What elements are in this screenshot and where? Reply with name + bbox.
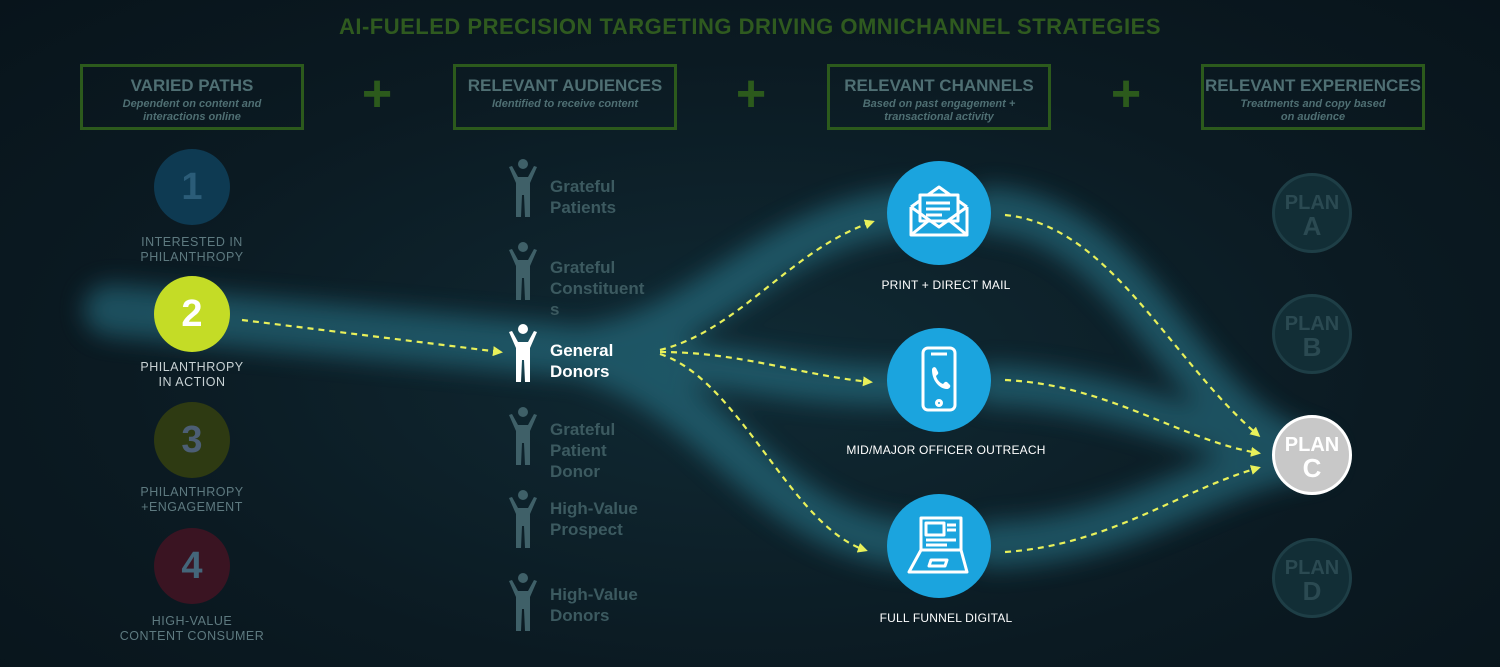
path-2-circle: 2 [154,276,230,352]
path-4-circle: 4 [154,528,230,604]
person-icon [509,490,537,548]
plan-d-circle: PLAN D [1272,538,1352,618]
header-title: RELEVANT CHANNELS [844,76,1034,95]
header-relevant-channels: RELEVANT CHANNELS Based on past engageme… [827,64,1051,130]
audience-label: High-Value Prospect [550,499,638,539]
plan-a-circle: PLAN A [1272,173,1352,253]
person-icon [509,242,537,300]
header-title: VARIED PATHS [130,76,254,95]
path-2-label: PHILANTHROPY IN ACTION [140,360,244,389]
plus-icon: + [1110,65,1142,123]
laptop-icon [907,516,969,574]
path-4-label: HIGH-VALUE CONTENT CONSUMER [119,614,265,643]
path-1-circle: 1 [154,149,230,225]
plan-word: PLAN [1284,557,1340,579]
header-relevant-experiences: RELEVANT EXPERIENCES Treatments and copy… [1201,64,1425,130]
glow-streams [84,187,1333,568]
channel-full-funnel-digital-circle [887,494,991,598]
path-3-circle: 3 [154,402,230,478]
channel-print-direct-mail-circle [887,161,991,265]
plus-icon: + [361,65,393,123]
glow-stream [967,432,1333,568]
plan-word: PLAN [1284,313,1340,335]
path-3-label: PHILANTHROPY +ENGAGEMENT [140,485,244,514]
flow-arrows [241,213,1261,554]
plan-letter: B [1302,332,1322,362]
header-subtitle: Dependent on content and interactions on… [122,98,262,123]
path-1-label: INTERESTED IN PHILANTHROPY [140,235,244,264]
plan-c-circle: PLAN C [1272,415,1352,495]
flow-arrow [659,219,875,352]
channel-label: FULL FUNNEL DIGITAL [879,611,1013,625]
flow-arrow [1004,465,1261,554]
person-icon [509,573,537,631]
person-icon [509,407,537,465]
mobile-phone-icon [921,346,957,412]
header-title: RELEVANT AUDIENCES [467,76,663,95]
page-title: AI-FUELED PRECISION TARGETING DRIVING OM… [338,14,1162,39]
channel-officer-outreach-circle [887,328,991,432]
plan-b-circle: PLAN B [1272,294,1352,374]
header-title: RELEVANT EXPERIENCES [1204,76,1421,95]
plus-icon: + [735,65,767,123]
plan-letter: D [1302,576,1322,606]
audience-label: High-Value Donors [550,585,638,625]
channel-label: PRINT + DIRECT MAIL [881,278,1011,292]
person-icon [509,159,537,217]
envelope-icon [909,185,969,237]
flow-arrow [659,352,868,553]
audience-label: General Donors [550,341,614,381]
plan-word: PLAN [1284,192,1340,214]
audience-label: Grateful Patients [550,177,617,217]
header-relevant-audiences: RELEVANT AUDIENCES Identified to receive… [453,64,677,130]
glow-stream [537,327,943,568]
audience-label: Grateful Constituent s [550,258,645,319]
plan-letter: C [1302,453,1322,483]
flow-arrow [1004,378,1261,457]
plan-word: PLAN [1284,434,1340,456]
plan-letter: A [1302,211,1322,241]
channel-label: MID/MAJOR OFFICER OUTREACH [846,443,1046,457]
header-varied-paths: VARIED PATHS Dependent on content and in… [80,64,304,130]
audience-label: Grateful Patient Donor [550,420,616,481]
header-subtitle: Identified to receive content [491,98,639,110]
header-subtitle: Treatments and copy based on audience [1240,98,1386,123]
person-arms-up-icon [509,324,537,382]
header-subtitle: Based on past engagement + transactional… [862,98,1016,123]
